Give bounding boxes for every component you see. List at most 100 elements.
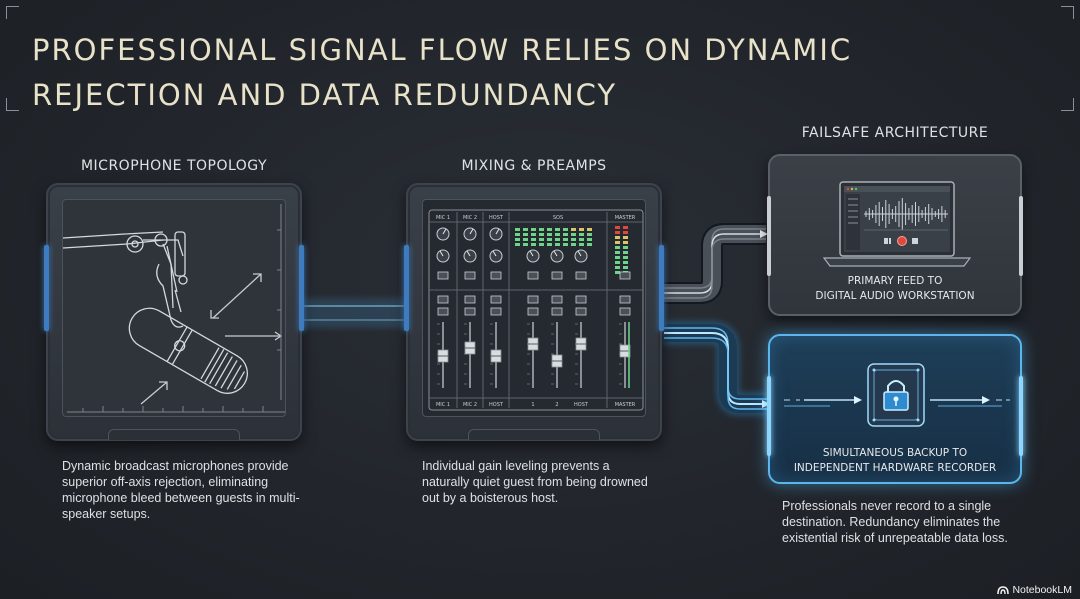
knob-pointer xyxy=(529,250,534,257)
primary-feed-line-2: DIGITAL AUDIO WORKSTATION xyxy=(815,290,975,302)
meter-led xyxy=(587,238,592,241)
corner-bracket-ml xyxy=(6,98,19,111)
section-label-failsafe: FAILSAFE ARCHITECTURE xyxy=(801,125,989,141)
select-button xyxy=(437,307,449,316)
brand-label: NotebookLM xyxy=(1012,584,1072,596)
corner-bracket-tr xyxy=(1061,6,1074,19)
box-side-bar-left xyxy=(767,196,771,276)
record-icon xyxy=(897,236,907,246)
meter-led xyxy=(531,228,536,231)
corner-bracket-tl xyxy=(6,6,19,19)
meter-led xyxy=(515,243,520,246)
box-side-bar-left xyxy=(767,376,771,456)
panel-side-tab-left xyxy=(404,245,409,331)
meter-led xyxy=(531,233,536,236)
master-meter-led xyxy=(615,266,620,269)
knob-pointer xyxy=(469,228,474,235)
meter-led xyxy=(531,238,536,241)
master-meter-led xyxy=(615,261,620,264)
mixer-top-label: SOS xyxy=(553,215,563,221)
meter-led xyxy=(515,238,520,241)
master-meter-led xyxy=(615,241,620,244)
backup-line-2: INDEPENDENT HARDWARE RECORDER xyxy=(793,462,997,474)
solo-button xyxy=(464,295,476,304)
knob-pointer xyxy=(466,250,471,257)
meter-led xyxy=(547,228,552,231)
mixer-channel-label: HOST xyxy=(489,402,504,408)
solo-button xyxy=(551,295,563,304)
mixer-channel-label: MIC 1 xyxy=(436,402,450,408)
meter-led xyxy=(563,228,568,231)
primary-feed-line-1: PRIMARY FEED TO xyxy=(847,275,943,287)
meter-led xyxy=(539,233,544,236)
select-button xyxy=(619,307,631,316)
master-meter-led xyxy=(615,251,620,254)
laptop-icon xyxy=(822,181,972,267)
backup-line-1: SIMULTANEOUS BACKUP TO xyxy=(822,447,968,459)
select-button xyxy=(527,307,539,316)
mute-button xyxy=(551,271,563,280)
meter-led xyxy=(563,233,568,236)
select-button xyxy=(575,307,587,316)
backup-flow-graphic xyxy=(784,363,1010,427)
master-meter-led xyxy=(615,231,620,234)
knob-pointer xyxy=(439,250,444,257)
mute-button xyxy=(575,271,587,280)
master-meter-led xyxy=(623,261,628,264)
mixer-top-label: HOST xyxy=(489,215,504,221)
panel-side-tab-right xyxy=(659,245,664,331)
select-button xyxy=(464,307,476,316)
knob-pointer xyxy=(577,250,582,257)
master-meter-led xyxy=(615,271,620,274)
master-meter-led xyxy=(623,256,628,259)
meter-led xyxy=(523,228,528,231)
mixer-channel-label: MIC 2 xyxy=(463,402,477,408)
knob-pointer xyxy=(442,228,447,235)
microphone-panel xyxy=(44,183,304,441)
meter-led xyxy=(563,238,568,241)
meter-led xyxy=(547,243,552,246)
primary-feed-caption: PRIMARY FEED TO DIGITAL AUDIO WORKSTATIO… xyxy=(770,274,1020,304)
meter-led xyxy=(523,238,528,241)
master-meter-led xyxy=(623,231,628,234)
pipe-to-primary-feed xyxy=(664,223,768,304)
master-meter-led xyxy=(623,226,628,229)
meter-led xyxy=(579,233,584,236)
mute-button xyxy=(527,271,539,280)
master-meter-led xyxy=(623,246,628,249)
panel-side-tab-left xyxy=(44,245,49,331)
master-meter-led xyxy=(615,246,620,249)
beam-mic-to-mixer xyxy=(300,298,410,328)
mute-button xyxy=(490,271,502,280)
meter-led xyxy=(523,233,528,236)
lock-icon xyxy=(867,363,925,427)
solo-button xyxy=(527,295,539,304)
master-meter-led xyxy=(615,236,620,239)
meter-led xyxy=(555,238,560,241)
pipe-to-backup xyxy=(664,321,770,416)
solo-button xyxy=(490,295,502,304)
mute-button xyxy=(437,271,449,280)
meter-led xyxy=(531,243,536,246)
meter-led xyxy=(587,228,592,231)
microphone-icon xyxy=(63,204,285,413)
panel-foot xyxy=(108,429,240,440)
knob-pointer xyxy=(553,250,558,257)
meter-led xyxy=(539,243,544,246)
meter-led xyxy=(579,238,584,241)
mixer-top-label: MIC 2 xyxy=(463,215,477,221)
meter-led xyxy=(539,238,544,241)
master-meter-led xyxy=(623,236,628,239)
meter-led xyxy=(555,243,560,246)
panel-side-tab-right xyxy=(299,245,304,331)
meter-led xyxy=(587,233,592,236)
master-meter-led xyxy=(623,241,628,244)
meter-led xyxy=(515,233,520,236)
meter-led xyxy=(547,238,552,241)
master-meter-led xyxy=(623,266,628,269)
mute-button xyxy=(619,271,631,280)
backup-recorder-box: SIMULTANEOUS BACKUP TO INDEPENDENT HARDW… xyxy=(767,334,1023,484)
solo-button xyxy=(437,295,449,304)
